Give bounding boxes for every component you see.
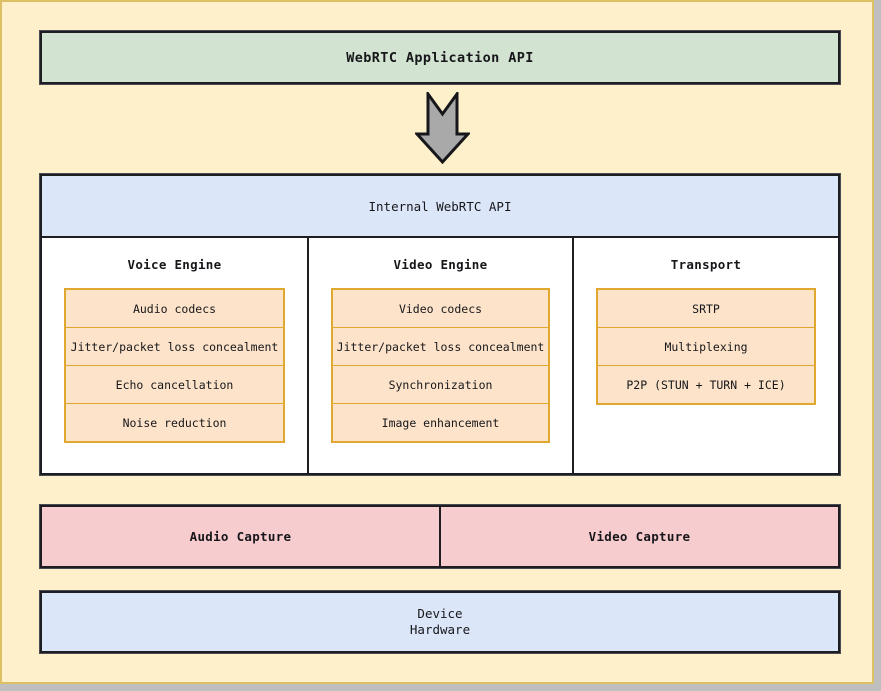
voice-engine-title: Voice Engine [127,257,222,272]
video-capture-box: Video Capture [441,507,838,566]
video-engine-column: Video Engine Video codecs Jitter/packet … [309,238,574,473]
list-item: Video codecs [332,289,549,328]
webrtc-application-api-label: WebRTC Application API [346,49,534,66]
list-item: SRTP [597,289,815,328]
list-item: Image enhancement [332,403,549,442]
list-item: Noise reduction [65,403,284,442]
down-arrow-icon [413,89,472,165]
capture-row: Audio Capture Video Capture [40,505,840,568]
list-item: Jitter/packet loss concealment [332,327,549,366]
webrtc-internals-stack: Internal WebRTC API Voice Engine Audio c… [40,174,840,475]
device-hardware-line1: Device [417,606,463,621]
video-engine-title: Video Engine [393,257,488,272]
list-item: Jitter/packet loss concealment [65,327,284,366]
list-item: Echo cancellation [65,365,284,404]
transport-title: Transport [670,257,742,272]
engine-columns: Voice Engine Audio codecs Jitter/packet … [42,238,838,473]
voice-engine-column: Voice Engine Audio codecs Jitter/packet … [42,238,309,473]
video-capture-label: Video Capture [588,529,691,544]
list-item: Multiplexing [597,327,815,366]
list-item: Synchronization [332,365,549,404]
transport-column: Transport SRTP Multiplexing P2P (STUN + … [574,238,838,473]
voice-engine-item-list: Audio codecs Jitter/packet loss concealm… [64,288,285,443]
video-engine-item-list: Video codecs Jitter/packet loss concealm… [331,288,550,443]
list-item: Audio codecs [65,289,284,328]
internal-webrtc-api-label: Internal WebRTC API [368,198,512,214]
internal-webrtc-api-box: Internal WebRTC API [42,176,838,238]
list-item: P2P (STUN + TURN + ICE) [597,365,815,404]
device-hardware-label: Device Hardware [410,606,470,638]
audio-capture-label: Audio Capture [189,529,292,544]
device-hardware-line2: Hardware [409,622,471,637]
device-hardware-box: Device Hardware [40,591,840,653]
transport-item-list: SRTP Multiplexing P2P (STUN + TURN + ICE… [596,288,816,405]
audio-capture-box: Audio Capture [42,507,441,566]
webrtc-application-api-box: WebRTC Application API [40,31,840,84]
